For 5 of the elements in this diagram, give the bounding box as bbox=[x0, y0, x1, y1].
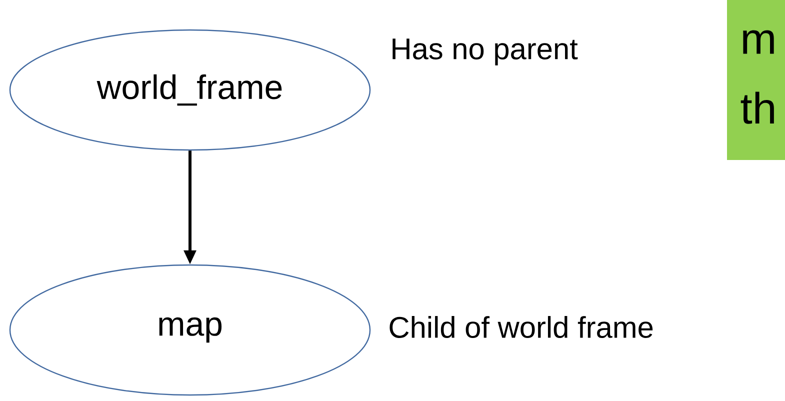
node-caption: Child of world frame bbox=[390, 316, 653, 338]
node-caption: Has no parent bbox=[392, 38, 578, 66]
note-box: m th bbox=[727, 0, 785, 160]
ellipse-node: map bbox=[9, 264, 371, 396]
ellipse-node: world_frame bbox=[9, 29, 371, 151]
